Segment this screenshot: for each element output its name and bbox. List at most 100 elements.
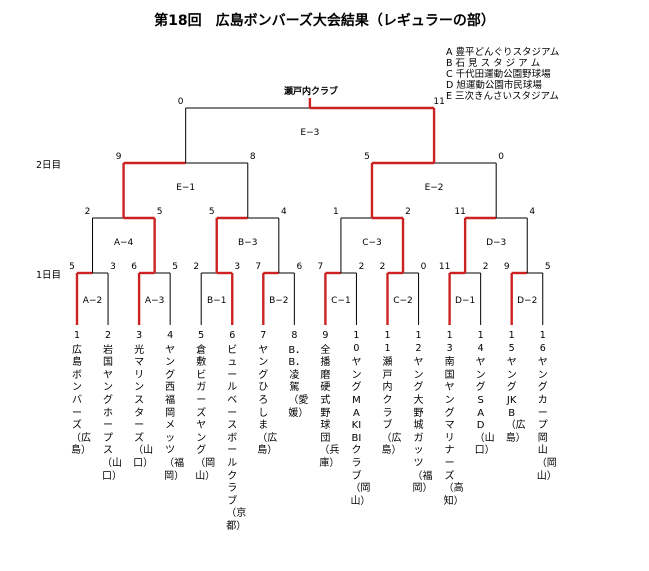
team-number: 13 (446, 330, 453, 354)
team-number: 8 (291, 330, 298, 341)
match-score: 11 (433, 97, 444, 107)
team-number: 9 (322, 330, 329, 341)
team-name: 瀬戸内クラブ（広島） (381, 357, 402, 457)
match-label: A−3 (145, 296, 164, 306)
team-name: 南国ヤングマリナーズ（高知） (443, 357, 464, 507)
match-label: A−2 (83, 296, 102, 306)
team-number: 2 (105, 330, 112, 341)
match-label: D−3 (486, 238, 506, 248)
team-name: 倉敷ビガーズヤング（岡山） (195, 344, 216, 482)
team-number: 7 (260, 330, 267, 341)
team-name: ヤングMAKIBIクラブ（岡山） (350, 357, 371, 507)
match-label: B−3 (238, 238, 257, 248)
venue-legend: A 豊平どんぐりスタジアム B 石 見 ス タ ジ ア ム C 千代田運動公園野… (446, 47, 559, 102)
team-entry: 11 瀬戸内クラブ（広島） (381, 330, 402, 458)
match-label: C−3 (362, 238, 382, 248)
match-label: A−4 (114, 238, 134, 248)
match-score: 5 (172, 262, 178, 272)
match-label: C−1 (331, 296, 351, 306)
match-score: 11 (454, 207, 465, 217)
match-score: 3 (110, 262, 116, 272)
team-name: 広島ボンバーズ（広島） (71, 344, 91, 457)
match-label: E−1 (176, 183, 195, 193)
round-label-day1: 1日目 (36, 270, 62, 281)
match-score: 0 (498, 152, 504, 162)
match-score: 9 (116, 152, 122, 162)
team-name: ヤングSAD（山口） (474, 357, 495, 457)
team-number: 16 (539, 330, 546, 354)
team-name: ヤング大野城ガッツ（福岡） (412, 357, 433, 495)
match-score: 2 (193, 262, 199, 272)
match-score: 3 (234, 262, 240, 272)
match-label: B−2 (269, 296, 288, 306)
match-score: 5 (364, 152, 370, 162)
match-score: 5 (157, 207, 163, 217)
match-score: 4 (529, 207, 535, 217)
match-score: 7 (318, 262, 324, 272)
venue-e: E 三次きんさいスタジアム (446, 91, 559, 102)
match-score: 5 (69, 262, 75, 272)
match-score: 6 (131, 262, 137, 272)
match-label: D−1 (455, 296, 475, 306)
venue-d: D 旭運動公園市民球場 (446, 80, 542, 91)
match-score: 5 (209, 207, 215, 217)
match-label: D−2 (517, 296, 537, 306)
venue-b: B 石 見 ス タ ジ ア ム (446, 58, 541, 69)
venue-c: C 千代田運動公園野球場 (446, 69, 551, 80)
team-entry: 13 南国ヤングマリナーズ（高知） (443, 330, 464, 508)
match-score: 2 (405, 207, 411, 217)
match-score: 4 (281, 207, 287, 217)
team-number: 11 (384, 330, 391, 354)
team-number: 6 (229, 330, 236, 341)
match-score: 0 (178, 97, 184, 107)
team-entry: 6 ビュールベースボールクラブ（京都） (226, 330, 247, 534)
page-title: 第18回 広島ボンバーズ大会結果（レギュラーの部） (154, 13, 495, 29)
match-label: E−3 (300, 128, 319, 138)
match-score: 2 (85, 207, 91, 217)
match-score: 8 (250, 152, 256, 162)
team-name: ヤングひろしま（広島） (257, 344, 278, 457)
match-score: 11 (439, 262, 450, 272)
match-score: 1 (333, 207, 339, 217)
team-number: 4 (167, 330, 174, 341)
team-name: 岩国ヤングホープス（山口） (102, 344, 123, 482)
team-entry: 2 岩国ヤングホープス（山口） (102, 330, 123, 483)
team-name: ビュールベースボールクラブ（京都） (226, 344, 247, 532)
match-score: 2 (380, 262, 386, 272)
team-entry: 16 ヤングカープ岡山（岡山） (536, 330, 557, 483)
team-entry: 1 広島ボンバーズ（広島） (71, 330, 91, 458)
team-name: ヤング西福岡メッツ（福岡） (164, 344, 185, 482)
team-entry: 14 ヤングSAD（山口） (474, 330, 495, 458)
match-score: 5 (545, 262, 551, 272)
match-score: 2 (359, 262, 365, 272)
team-entry: 12 ヤング大野城ガッツ（福岡） (412, 330, 433, 496)
venue-a: A 豊平どんぐりスタジアム (446, 47, 560, 58)
team-number: 10 (353, 330, 360, 354)
team-entry: 7 ヤングひろしま（広島） (257, 330, 278, 458)
team-number: 12 (415, 330, 422, 354)
team-number: 1 (73, 330, 81, 341)
match-score: 9 (504, 262, 510, 272)
match-label: B−1 (207, 296, 226, 306)
bracket-lines (75, 98, 544, 325)
team-name: 光マリンスターズ（山口） (133, 344, 154, 469)
match-score: 6 (296, 262, 302, 272)
team-entry: 4 ヤング西福岡メッツ（福岡） (164, 330, 185, 483)
match-label: C−2 (393, 296, 413, 306)
team-number: 14 (477, 330, 484, 354)
match-label: E−2 (425, 183, 444, 193)
match-score: 7 (255, 262, 261, 272)
team-entry: 10 ヤングMAKIBIクラブ（岡山） (350, 330, 371, 508)
team-name: B．B．凌駕（愛媛） (288, 344, 309, 419)
team-number: 15 (508, 330, 515, 354)
team-name: ヤングカープ岡山（岡山） (536, 357, 557, 482)
round-label-day2: 2日目 (36, 160, 62, 171)
match-score: 2 (483, 262, 489, 272)
